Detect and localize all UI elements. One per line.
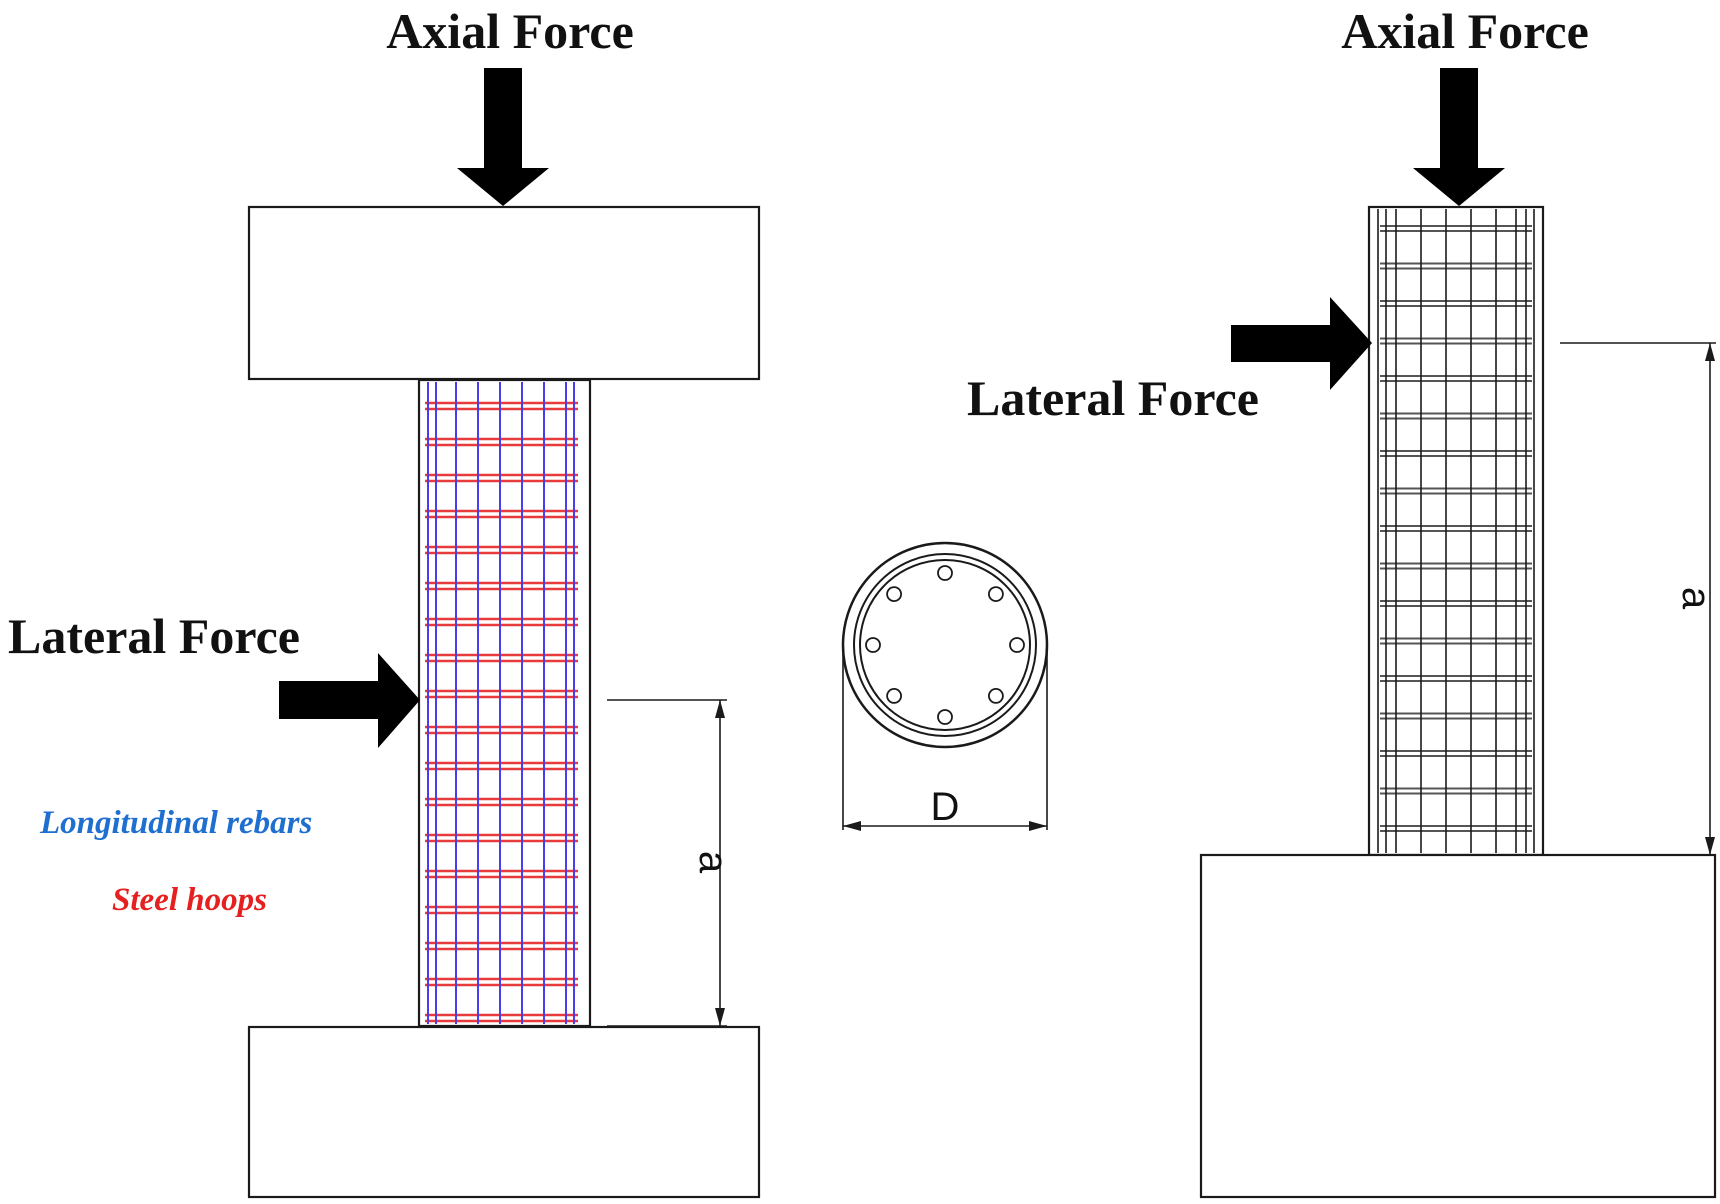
section-rebar — [865, 637, 881, 653]
left-lateral-force-label: Lateral Force — [8, 608, 300, 664]
section-diameter-dimension — [842, 645, 1048, 831]
right-lateral-force-arrow — [1231, 297, 1372, 390]
right-column-body — [1367, 205, 1545, 857]
left-axial-force-label: Axial Force — [386, 3, 634, 59]
right-lateral-force-label: Lateral Force — [967, 370, 1259, 426]
steel-hoops-legend: Steel hoops — [112, 882, 267, 918]
longitudinal-rebars-legend: Longitudinal rebars — [39, 805, 312, 841]
section-diameter-label: D — [931, 785, 960, 829]
right-steel-hoops — [1380, 225, 1532, 832]
section-rebars — [865, 565, 1025, 725]
right-height-dimension-label: a — [1674, 587, 1718, 610]
section-rebar — [988, 586, 1004, 602]
left-column-body — [417, 378, 592, 1028]
section-rebar — [886, 688, 902, 704]
right-specimen: Axial Force Lateral Force a — [967, 3, 1718, 1199]
right-axial-force-arrow — [1413, 68, 1505, 206]
left-steel-hoops — [425, 401, 578, 1023]
section-rebar — [937, 565, 953, 581]
left-height-dimension — [607, 699, 727, 1027]
section-rebar — [886, 586, 902, 602]
left-specimen: Axial Force Lateral Force Longitudinal r… — [8, 3, 761, 1199]
left-base-footing — [247, 1025, 761, 1199]
right-longitudinal-rebars — [1377, 209, 1535, 853]
section-rebar — [1009, 637, 1025, 653]
column-cross-section: D — [841, 541, 1049, 831]
section-rebar — [937, 709, 953, 725]
section-hoop-circle — [853, 553, 1037, 737]
left-top-loading-block — [247, 205, 761, 381]
section-rebar — [988, 688, 1004, 704]
right-height-dimension — [1560, 342, 1716, 855]
right-axial-force-label: Axial Force — [1341, 3, 1589, 59]
section-inner-circle — [859, 559, 1031, 731]
left-height-dimension-label: a — [691, 851, 735, 874]
right-base-footing — [1199, 853, 1717, 1199]
left-axial-force-arrow — [457, 68, 549, 206]
left-column-outline — [417, 378, 592, 1028]
left-lateral-force-arrow — [279, 653, 420, 748]
left-longitudinal-rebars — [427, 382, 575, 1024]
